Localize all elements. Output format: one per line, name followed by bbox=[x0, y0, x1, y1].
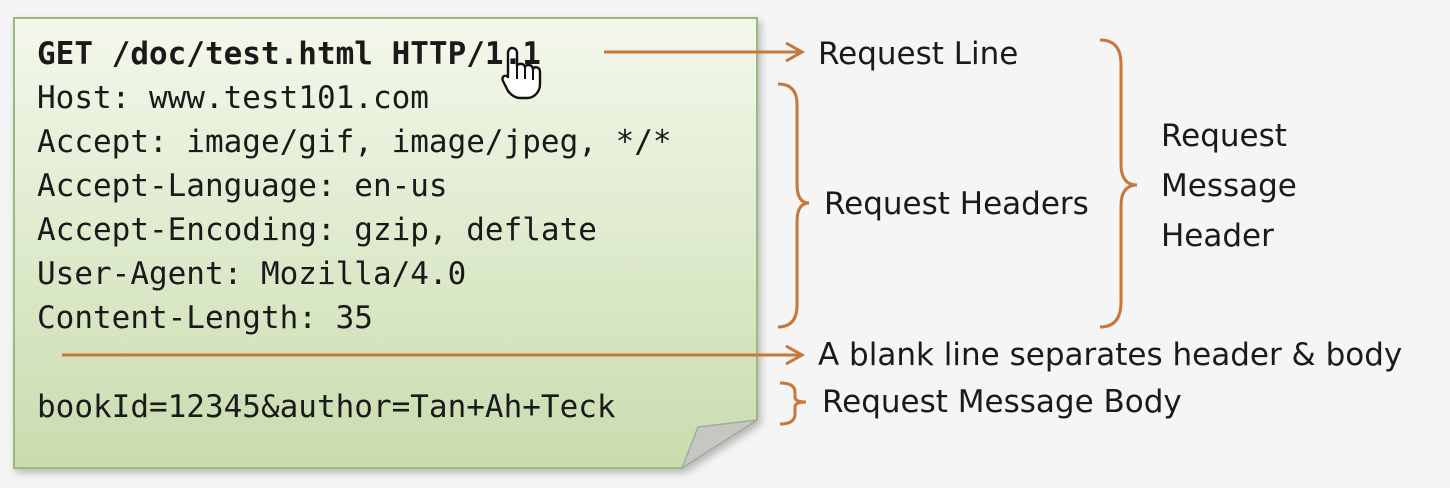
blank-line-arrow bbox=[62, 344, 806, 366]
header-line-content-length: Content-Length: 35 bbox=[37, 300, 373, 336]
header-line-accept-language: Accept-Language: en-us bbox=[37, 168, 448, 204]
note-fold bbox=[680, 419, 758, 470]
header-line-user-agent: User-Agent: Mozilla/4.0 bbox=[37, 256, 467, 292]
request-line-arrow bbox=[604, 41, 806, 63]
message-body-label: Request Message Body bbox=[822, 384, 1182, 420]
body-line: bookId=12345&author=Tan+Ah+Teck bbox=[37, 389, 616, 425]
request-line-label: Request Line bbox=[818, 36, 1019, 72]
header-line-accept-encoding: Accept-Encoding: gzip, deflate bbox=[37, 212, 597, 248]
request-headers-label: Request Headers bbox=[824, 186, 1089, 222]
message-body-brace bbox=[779, 381, 807, 426]
message-header-label-line2: Message bbox=[1161, 168, 1297, 204]
message-header-label-line3: Header bbox=[1161, 218, 1274, 254]
message-header-label-line1: Request bbox=[1161, 118, 1287, 154]
message-header-brace bbox=[1099, 38, 1138, 329]
blank-line-label: A blank line separates header & body bbox=[818, 337, 1403, 373]
request-headers-brace bbox=[777, 82, 810, 329]
request-line-text: GET /doc/test.html HTTP/1.1 bbox=[37, 36, 541, 72]
header-line-host: Host: www.test101.com bbox=[37, 80, 429, 116]
header-line-accept: Accept: image/gif, image/jpeg, */* bbox=[37, 124, 672, 160]
